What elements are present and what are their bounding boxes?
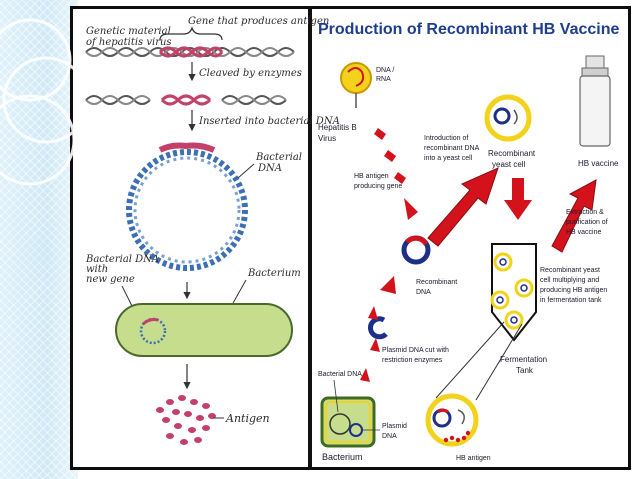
red-arrow-to-tank — [504, 178, 532, 220]
label-multiply-2: cell multiplying and — [540, 277, 599, 284]
label-recombinant-dna-1: Recombinant — [416, 279, 457, 286]
hb-vaccine-vial — [579, 55, 611, 147]
fermentation-tank — [490, 243, 537, 342]
label-bacterial-dna: Bacterial DNA — [318, 371, 362, 378]
magnified-yeast-cell — [425, 393, 479, 447]
zoom-line-right — [475, 323, 523, 401]
label-hb-antigen-gene-2: producing gene — [354, 183, 402, 190]
label-hb-vaccine: HB vaccine — [578, 159, 619, 168]
label-intro-1: Introduction of — [424, 135, 468, 142]
recombinant-dna-ring — [401, 235, 431, 265]
label-antigen: Antigen — [225, 412, 270, 425]
label-multiply-1: Recombinant yeast — [540, 267, 600, 274]
label-multiply-3: producing HB antigen — [540, 287, 607, 294]
label-cleaved: Cleaved by enzymes — [199, 68, 302, 79]
bacterium-capsule — [115, 303, 293, 357]
label-hb-antigen-gene-1: HB antigen — [354, 173, 389, 180]
label-dna-rna-1: DNA / — [376, 67, 394, 74]
panel-divider — [308, 6, 312, 470]
label-yeast-1: Recombinant — [488, 149, 536, 158]
virus-dna-strand — [85, 46, 295, 58]
label-extract-3: HB vaccine — [566, 229, 602, 236]
label-extract-1: Extraction & — [566, 209, 604, 216]
label-plasmid-1: Plasmid — [382, 423, 407, 430]
recombinant-yeast-cell — [484, 94, 532, 142]
label-dna-rna-2: RNA — [376, 76, 391, 83]
label-inserted: Inserted into bacterial DNA — [198, 116, 340, 127]
label-new-gene-1: Bacterial DNA — [85, 254, 159, 265]
red-arrow-to-vaccine — [551, 179, 597, 253]
zoom-line-left — [435, 321, 505, 399]
cleaved-dna-strand — [85, 94, 287, 106]
label-bacterium-right: Bacterium — [322, 452, 363, 462]
right-panel: Production of Recombinant HB Vaccine DNA… — [318, 21, 619, 462]
cut-plasmid-icon — [368, 316, 388, 340]
left-panel: Genetic material of hepatitis virus Gene… — [85, 16, 340, 445]
label-bacterial-dna-2: DNA — [257, 163, 282, 174]
label-gene-antigen: Gene that produces antigen — [188, 16, 329, 27]
diagram-title: Production of Recombinant HB Vaccine — [318, 21, 619, 38]
bacterium-with-plasmid — [320, 396, 376, 448]
decorative-circles — [0, 18, 90, 186]
gene-bracket — [159, 26, 223, 41]
hepatitis-virus-icon — [340, 62, 372, 108]
red-arrow-to-yeast — [427, 167, 499, 247]
red-arrow-plasmid-up — [360, 276, 396, 382]
label-genetic-material: Genetic material — [86, 26, 171, 37]
label-new-gene-3: new gene — [86, 274, 135, 285]
label-hepatitis-virus: of hepatitis virus — [86, 37, 172, 48]
label-plasmid-cut-1: Plasmid DNA cut with — [382, 347, 449, 354]
antigen-particles — [156, 395, 216, 445]
label-hepatitis-1: Hepatitis B — [318, 123, 357, 132]
label-hepatitis-2: Virus — [318, 134, 336, 143]
label-intro-2: recombinant DNA — [424, 145, 480, 152]
label-bacterium: Bacterium — [247, 268, 301, 279]
label-new-gene-2: with — [86, 264, 108, 275]
bacterial-dna-ring — [126, 142, 248, 271]
label-plasmid-2: DNA — [382, 433, 397, 440]
label-multiply-4: in fermentation tank — [540, 297, 602, 304]
label-recombinant-dna-2: DNA — [416, 289, 431, 296]
label-intro-3: into a yeast cell — [424, 155, 473, 162]
label-fermentation-1: Fermentation — [500, 355, 547, 364]
label-plasmid-cut-2: restriction enzymes — [382, 357, 443, 364]
label-bacterial-dna-1: Bacterial — [255, 152, 302, 163]
red-arrow-gene — [374, 128, 418, 220]
label-yeast-2: yeast cell — [492, 160, 526, 169]
label-extract-2: purification of — [566, 219, 608, 226]
label-hb-antigen: HB antigen — [456, 455, 491, 462]
label-fermentation-2: Tank — [516, 366, 534, 375]
